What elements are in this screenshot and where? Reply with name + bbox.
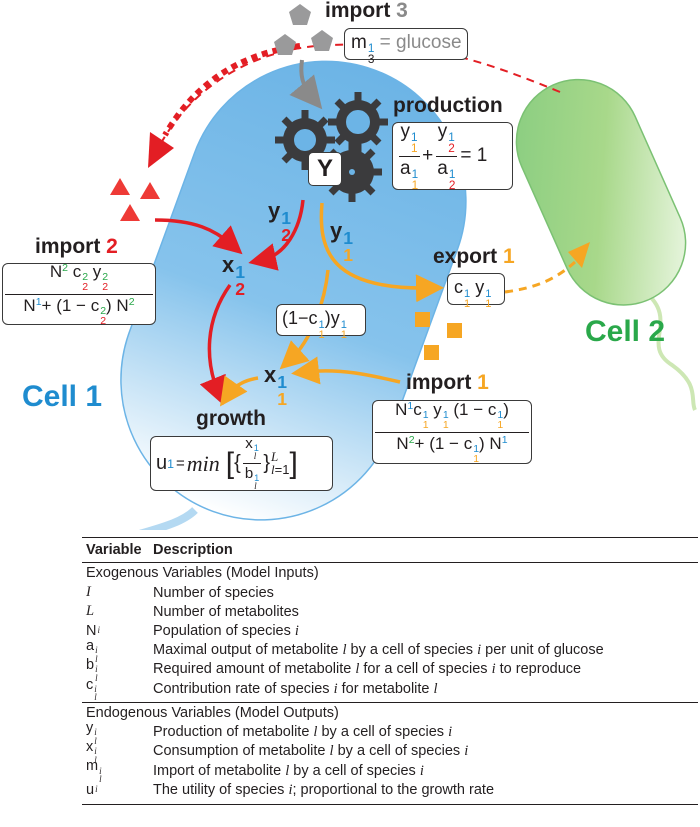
section-title-exogenous: Exogenous Variables (Model Inputs) [86, 565, 319, 581]
variable-description: Contribution rate of species i for metab… [153, 680, 438, 697]
header-description: Description [153, 542, 233, 558]
import3-label: import 3 [325, 0, 408, 22]
glucose-molecules [274, 4, 333, 55]
variable-description: Maximal output of metabolite l by a cell… [153, 642, 604, 659]
metabolite2-molecules [110, 178, 160, 221]
glucose-import-arrow [289, 59, 323, 110]
cell1-label: Cell 1 [22, 380, 103, 413]
y11-export-arrow [319, 202, 444, 303]
import2-label: import 2 [35, 235, 118, 258]
variable-description: Population of species i [153, 622, 299, 639]
variable-description: Number of species [153, 584, 274, 601]
y21-arrow [248, 199, 305, 271]
growth-label: growth [196, 407, 266, 430]
import2-arrow [154, 218, 243, 255]
import1-label: import 1 [406, 371, 489, 394]
import2-transfer-arrowhead [148, 132, 174, 168]
production-label: production [393, 94, 503, 117]
variable-symbol: I [86, 584, 91, 601]
variable-symbol: L [86, 603, 95, 620]
metabolite1-molecules [415, 312, 462, 360]
variable-description: Consumption of metabolite l by a cell of… [153, 743, 469, 760]
export1-label: export 1 [433, 245, 515, 268]
table-row: I Number of species [82, 583, 698, 602]
variable-description: Production of metabolite l by a cell of … [153, 723, 453, 740]
cell2-label: Cell 2 [585, 315, 666, 348]
yield-box: Y [308, 152, 342, 186]
export1-transfer-arrow [504, 260, 577, 294]
variable-description: The utility of species i; proportional t… [153, 781, 495, 798]
import1-arrow [291, 356, 401, 385]
x11-growth-arrow [219, 375, 259, 407]
cell1-flagellum [138, 507, 198, 530]
x21-growth-arrow [199, 283, 232, 405]
table-row: L Number of metabolites [82, 602, 698, 621]
import2-transfer-arrow [159, 43, 561, 146]
export1-transfer-arrowhead [568, 242, 590, 268]
variable-table: Variable Description Exogenous Variables… [82, 537, 698, 805]
table-header-row: Variable Description [82, 538, 698, 562]
variable-description: Number of metabolites [153, 603, 299, 620]
variable-description: Required amount of metabolite l for a ce… [153, 661, 582, 678]
header-variable: Variable [86, 542, 142, 558]
cell2-body [515, 78, 687, 306]
cell2-flagellum [643, 290, 697, 411]
variable-description: Import of metabolite l by a cell of spec… [153, 762, 424, 779]
section-title-endogenous: Endogenous Variables (Model Outputs) [86, 704, 339, 721]
